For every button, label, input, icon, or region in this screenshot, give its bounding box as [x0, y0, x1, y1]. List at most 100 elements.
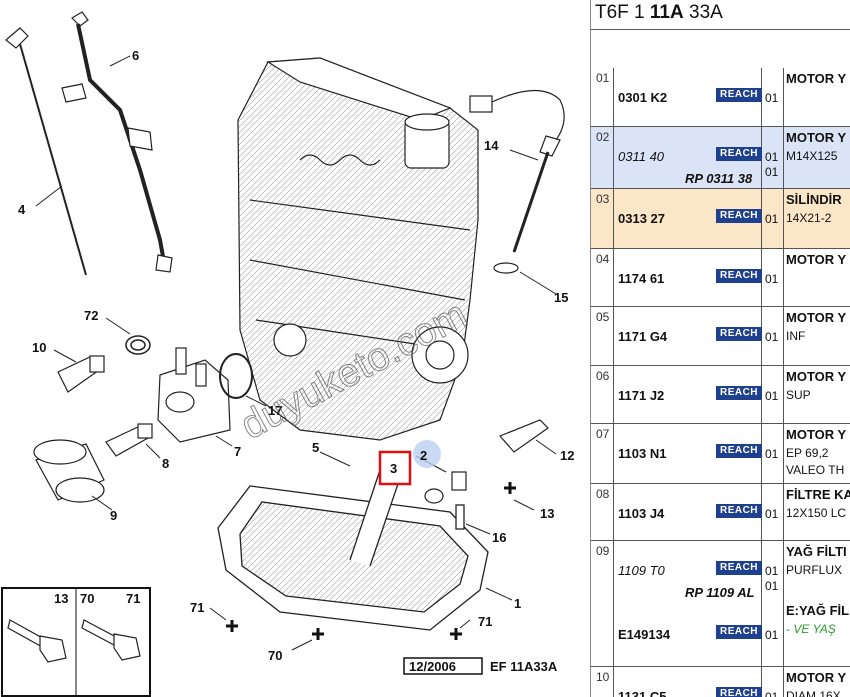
quantity-3: 01	[765, 628, 779, 642]
reach-badge: REACH	[716, 386, 762, 400]
drain-plug	[424, 471, 467, 504]
callout-70: 70	[268, 648, 282, 663]
reach-badge: REACH	[716, 269, 762, 283]
row-number: 08	[596, 487, 610, 501]
quantity: 01	[765, 212, 779, 226]
callout-15: 15	[554, 290, 568, 305]
callout-8: 8	[162, 456, 169, 471]
part-code[interactable]: 1103 N1	[618, 446, 667, 461]
replacement-part[interactable]: RP 1109 AL	[685, 585, 755, 600]
oil-level-sensor	[469, 89, 565, 274]
reach-badge: REACH	[716, 561, 762, 575]
dipstick-tube	[61, 11, 173, 273]
quantity: 01	[765, 690, 779, 697]
quantity: 01	[765, 150, 779, 164]
quantity: 01	[765, 330, 779, 344]
part-spec: INF	[786, 329, 806, 343]
part-description: MOTOR Y	[786, 310, 847, 325]
reach-badge: REACH	[716, 687, 762, 697]
panel-divider	[590, 0, 591, 697]
part-spec: EP 69,2	[786, 446, 829, 460]
callout-9: 9	[110, 508, 117, 523]
part-spec: DIAM 16X	[786, 689, 841, 697]
part-description: MOTOR Y	[786, 427, 847, 442]
quantity: 01	[765, 447, 779, 461]
part-spec: M14X125	[786, 149, 838, 163]
o-ring-17	[219, 353, 253, 399]
replacement-part[interactable]: RP 0311 38	[685, 171, 753, 186]
oil-filter-9	[33, 439, 105, 503]
bolt-markers	[226, 482, 516, 640]
legend-label-13: 13	[54, 591, 68, 606]
callout-1: 1	[514, 596, 521, 611]
row-number: 07	[596, 427, 610, 441]
part-spec: 14X21-2	[786, 211, 832, 225]
washer-72	[125, 335, 151, 355]
row-number: 05	[596, 310, 610, 324]
clip-12	[498, 419, 549, 453]
part-spec: 12X150 LC	[786, 506, 847, 520]
page-title: T6F 1 11A 33A	[595, 2, 723, 23]
part-code[interactable]: 1171 J2	[618, 388, 665, 403]
row-number: 10	[596, 670, 610, 684]
quantity: 01	[765, 564, 779, 578]
part-code[interactable]: 1131 C5	[618, 689, 667, 697]
part-code[interactable]: 1103 J4	[618, 506, 665, 521]
legend-label-70: 70	[80, 591, 94, 606]
part-code[interactable]: 1171 G4	[618, 329, 668, 344]
row-number: 09	[596, 544, 610, 558]
part-code[interactable]: 1174 61	[618, 271, 665, 286]
part-code[interactable]: 0313 27	[618, 211, 665, 226]
part-spec: PURFLUX	[786, 563, 843, 577]
engine-block	[237, 57, 479, 441]
reach-badge: REACH	[716, 147, 762, 161]
part-description: MOTOR Y	[786, 130, 847, 145]
part-description: MOTOR Y	[786, 369, 847, 384]
quantity: 01	[765, 507, 779, 521]
row-number: 03	[596, 192, 610, 206]
stamp-code: EF 11A33A	[490, 659, 558, 674]
quantity-2: 01	[765, 579, 779, 593]
part-code[interactable]: 0311 40	[618, 149, 665, 164]
row-number: 02	[596, 130, 610, 144]
oil-pan	[217, 469, 489, 631]
callout-7: 7	[234, 444, 241, 459]
marker-dot-2	[413, 440, 441, 468]
reach-badge: REACH	[716, 327, 762, 341]
part-spec: SUP	[786, 388, 811, 402]
reach-badge: REACH	[716, 504, 762, 518]
part-code[interactable]: 1109 T0	[618, 563, 665, 578]
part-code[interactable]: 0301 K2	[618, 90, 668, 105]
callout-3: 3	[390, 461, 397, 476]
highlight-box-3	[378, 450, 412, 486]
reach-badge: REACH	[716, 88, 762, 102]
callout-6: 6	[132, 48, 139, 63]
part-description: SİLİNDİR	[786, 192, 842, 207]
callout-16: 16	[492, 530, 506, 545]
part-code-2[interactable]: E149134	[618, 627, 671, 642]
part-description: MOTOR Y	[786, 252, 847, 267]
oil-cooler-7	[157, 347, 231, 443]
pressure-switch-10	[57, 355, 105, 393]
bolt-13-icon	[7, 619, 67, 663]
callout-71-right: 71	[478, 614, 492, 629]
callout-5: 5	[312, 440, 319, 455]
part-description-2: E:YAĞ FİL	[786, 603, 850, 618]
reach-badge: REACH	[716, 444, 762, 458]
dipstick	[5, 27, 87, 276]
callout-17: 17	[268, 403, 282, 418]
bolt-70-71-icon	[81, 619, 141, 661]
stamp-date: 12/2006	[409, 659, 456, 674]
quantity: 01	[765, 91, 779, 105]
row-number: 04	[596, 252, 610, 266]
